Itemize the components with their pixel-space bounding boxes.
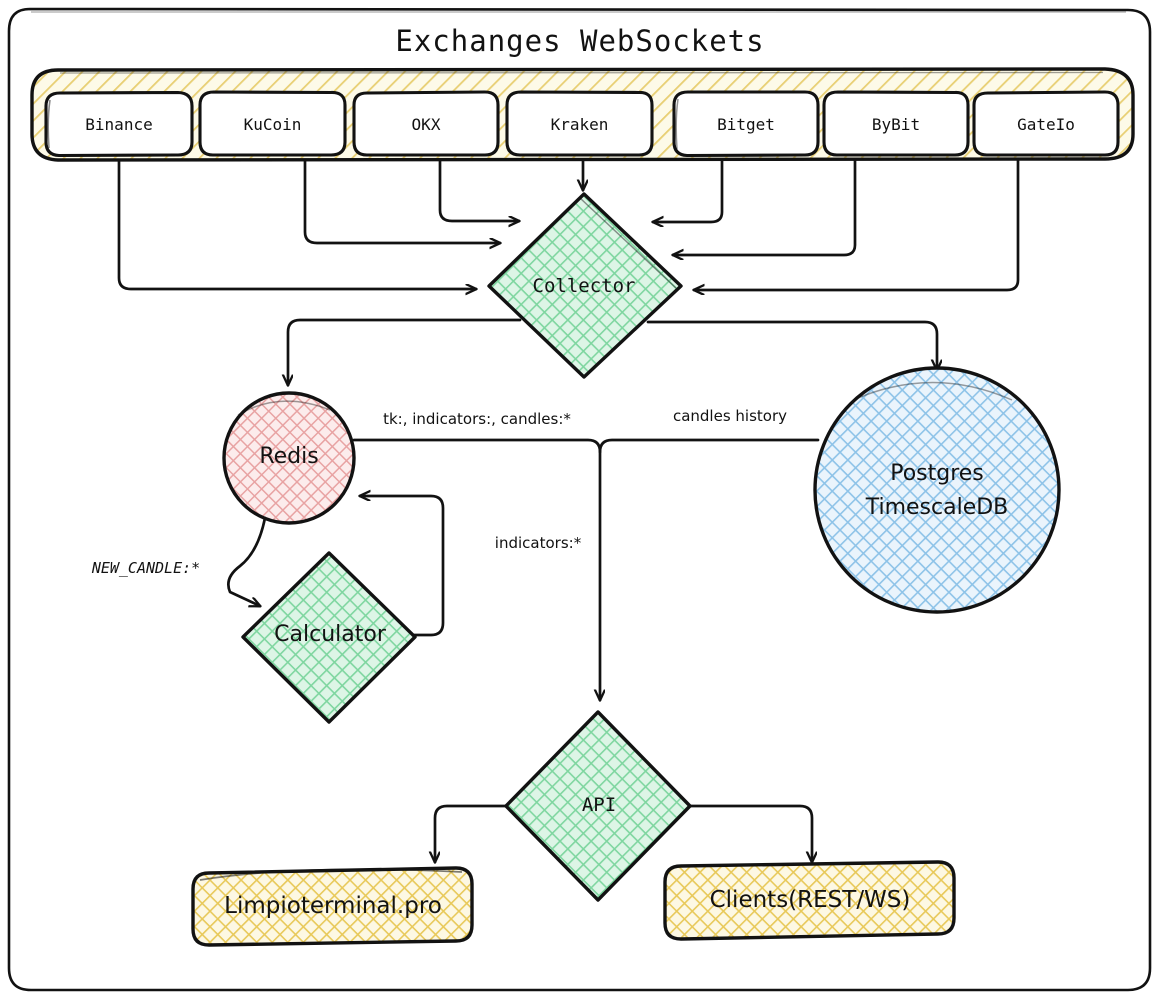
- edge-api-clients: [688, 804, 812, 862]
- edge-bitget-collector: [653, 158, 724, 222]
- exchange-box-bitget[interactable]: [672, 90, 820, 158]
- exchange-box-kucoin[interactable]: [198, 90, 347, 157]
- exchange-box-kraken[interactable]: [505, 90, 654, 157]
- edge-calculator-redis: [360, 496, 445, 637]
- node-clients[interactable]: [663, 860, 956, 941]
- edge-collector-redis: [288, 318, 522, 385]
- edges-exchanges-to-collector: [117, 158, 1020, 290]
- exchange-boxes: [44, 90, 1120, 158]
- node-limpioterminal[interactable]: [191, 866, 474, 947]
- node-api[interactable]: [504, 710, 692, 902]
- node-calculator[interactable]: [241, 551, 417, 724]
- node-collector[interactable]: [487, 192, 683, 379]
- exchange-box-binance[interactable]: [44, 90, 194, 158]
- node-postgres-timescaledb[interactable]: [813, 366, 1061, 614]
- exchange-box-gateio[interactable]: [972, 90, 1120, 157]
- node-redis[interactable]: [222, 391, 356, 525]
- edge-gateio-collector: [694, 158, 1020, 290]
- outer-frame: [7, 7, 1152, 992]
- edge-api-limpioterminal: [435, 804, 508, 862]
- edge-okx-collector: [438, 158, 519, 221]
- edge-postgres-api: [598, 438, 820, 454]
- edge-redis-calculator: [227, 516, 267, 606]
- exchange-box-okx[interactable]: [352, 90, 500, 157]
- edge-binance-collector: [117, 158, 476, 289]
- exchange-box-bybit[interactable]: [822, 90, 970, 157]
- edge-bybit-collector: [673, 158, 857, 255]
- edge-collector-postgres: [646, 320, 937, 370]
- edge-kucoin-collector: [303, 158, 500, 243]
